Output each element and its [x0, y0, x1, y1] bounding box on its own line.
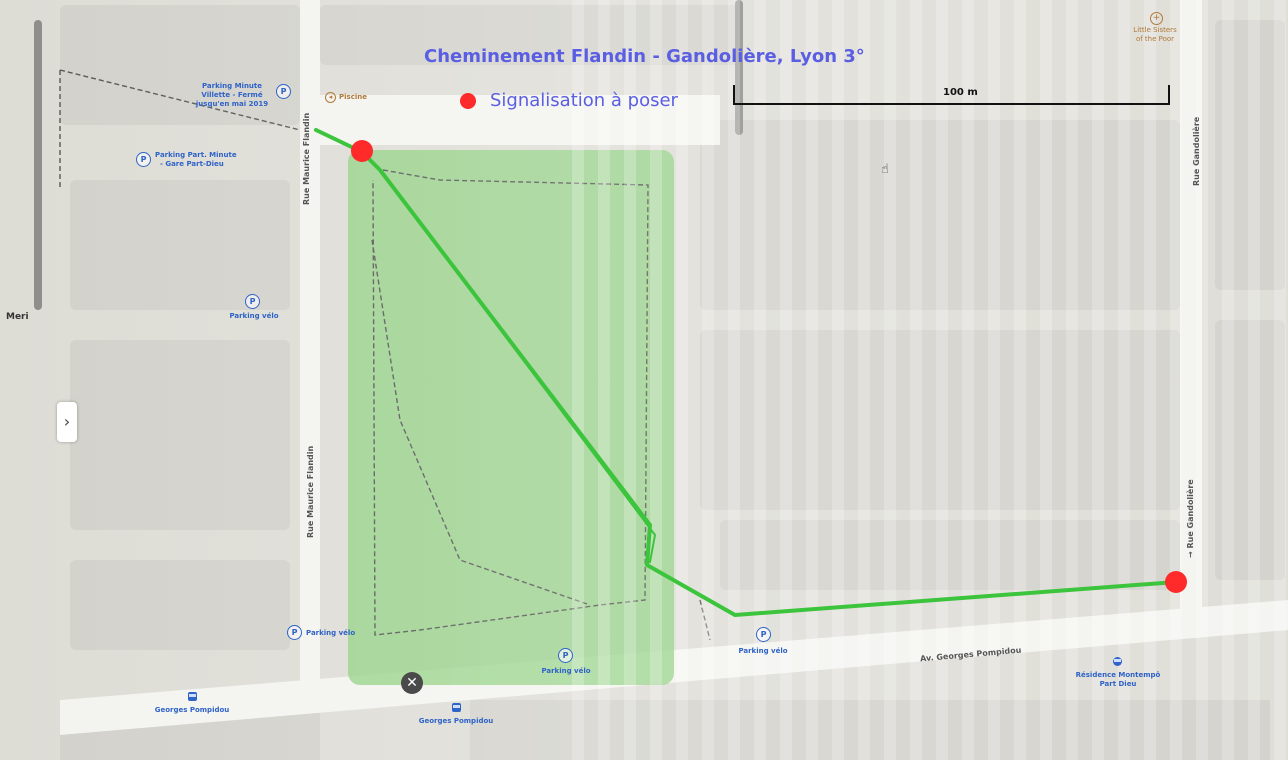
poi-parking-velo-3: Parking vélo: [541, 667, 591, 675]
poi-parking-minute-line1: Parking Minute: [201, 82, 263, 90]
parking-icon[interactable]: P: [136, 152, 151, 167]
pool-icon: ◂: [325, 92, 336, 103]
hand-cursor-icon: ☝: [881, 162, 889, 177]
parking-icon[interactable]: P: [558, 648, 573, 663]
scale-bar: 100 m: [733, 85, 1170, 105]
poi-piscine: Piscine: [339, 93, 367, 101]
poi-bus-stop-2: Georges Pompidou: [418, 717, 494, 725]
poi-parking-velo-4: Parking vélo: [738, 647, 788, 655]
street-rue-maurice-flandin-bottom: Rue Maurice Flandin: [306, 445, 315, 538]
bus-stop-icon[interactable]: [188, 692, 197, 701]
street-rue-maurice-flandin-top: Rue Maurice Flandin: [302, 112, 311, 205]
chevron-right-icon: ›: [63, 412, 71, 431]
bus-stop-icon[interactable]: [1113, 657, 1122, 666]
parking-icon[interactable]: P: [276, 84, 291, 99]
poi-residence-line1: Résidence Montempô: [1075, 671, 1161, 679]
sign-marker-end: [1165, 571, 1187, 593]
side-partial-label: Meri: [6, 312, 29, 322]
close-button[interactable]: ✕: [401, 672, 423, 694]
sign-marker-start: [351, 140, 373, 162]
poi-little-sisters-line2: of the Poor: [1135, 35, 1175, 43]
parking-icon[interactable]: P: [245, 294, 260, 309]
scale-label: 100 m: [943, 87, 978, 98]
map-legend: Signalisation à poser: [460, 90, 678, 111]
street-rue-gandoliere-top: Rue Gandolière: [1192, 116, 1201, 186]
poi-residence-line2: Part Dieu: [1099, 680, 1137, 688]
poi-parking-minute-line2: Villette - Fermé: [201, 91, 263, 99]
poi-parking-minute-line3: jusqu'en mai 2019: [195, 100, 269, 108]
legend-label: Signalisation à poser: [490, 90, 678, 111]
poi-parking-part-line2: - Gare Part-Dieu: [160, 160, 224, 168]
poi-little-sisters-line1: Little Sisters: [1133, 26, 1177, 34]
legend-marker: [460, 92, 476, 109]
bus-stop-icon[interactable]: [452, 703, 461, 712]
close-icon: ✕: [406, 675, 418, 691]
map-title: Cheminement Flandin - Gandolière, Lyon 3…: [424, 46, 865, 67]
street-rue-gandoliere-bottom: → Rue Gandolière: [1186, 479, 1195, 558]
poi-parking-part-line1: Parking Part. Minute: [155, 151, 237, 159]
poi-parking-velo-1: Parking vélo: [229, 312, 279, 320]
parking-icon[interactable]: P: [756, 627, 771, 642]
poi-parking-velo-2: Parking vélo: [306, 629, 356, 637]
parking-icon[interactable]: P: [287, 625, 302, 640]
poi-bus-stop-1: Georges Pompidou: [154, 706, 230, 714]
expand-panel-button[interactable]: ›: [57, 402, 77, 442]
chapel-icon: +: [1150, 12, 1163, 25]
